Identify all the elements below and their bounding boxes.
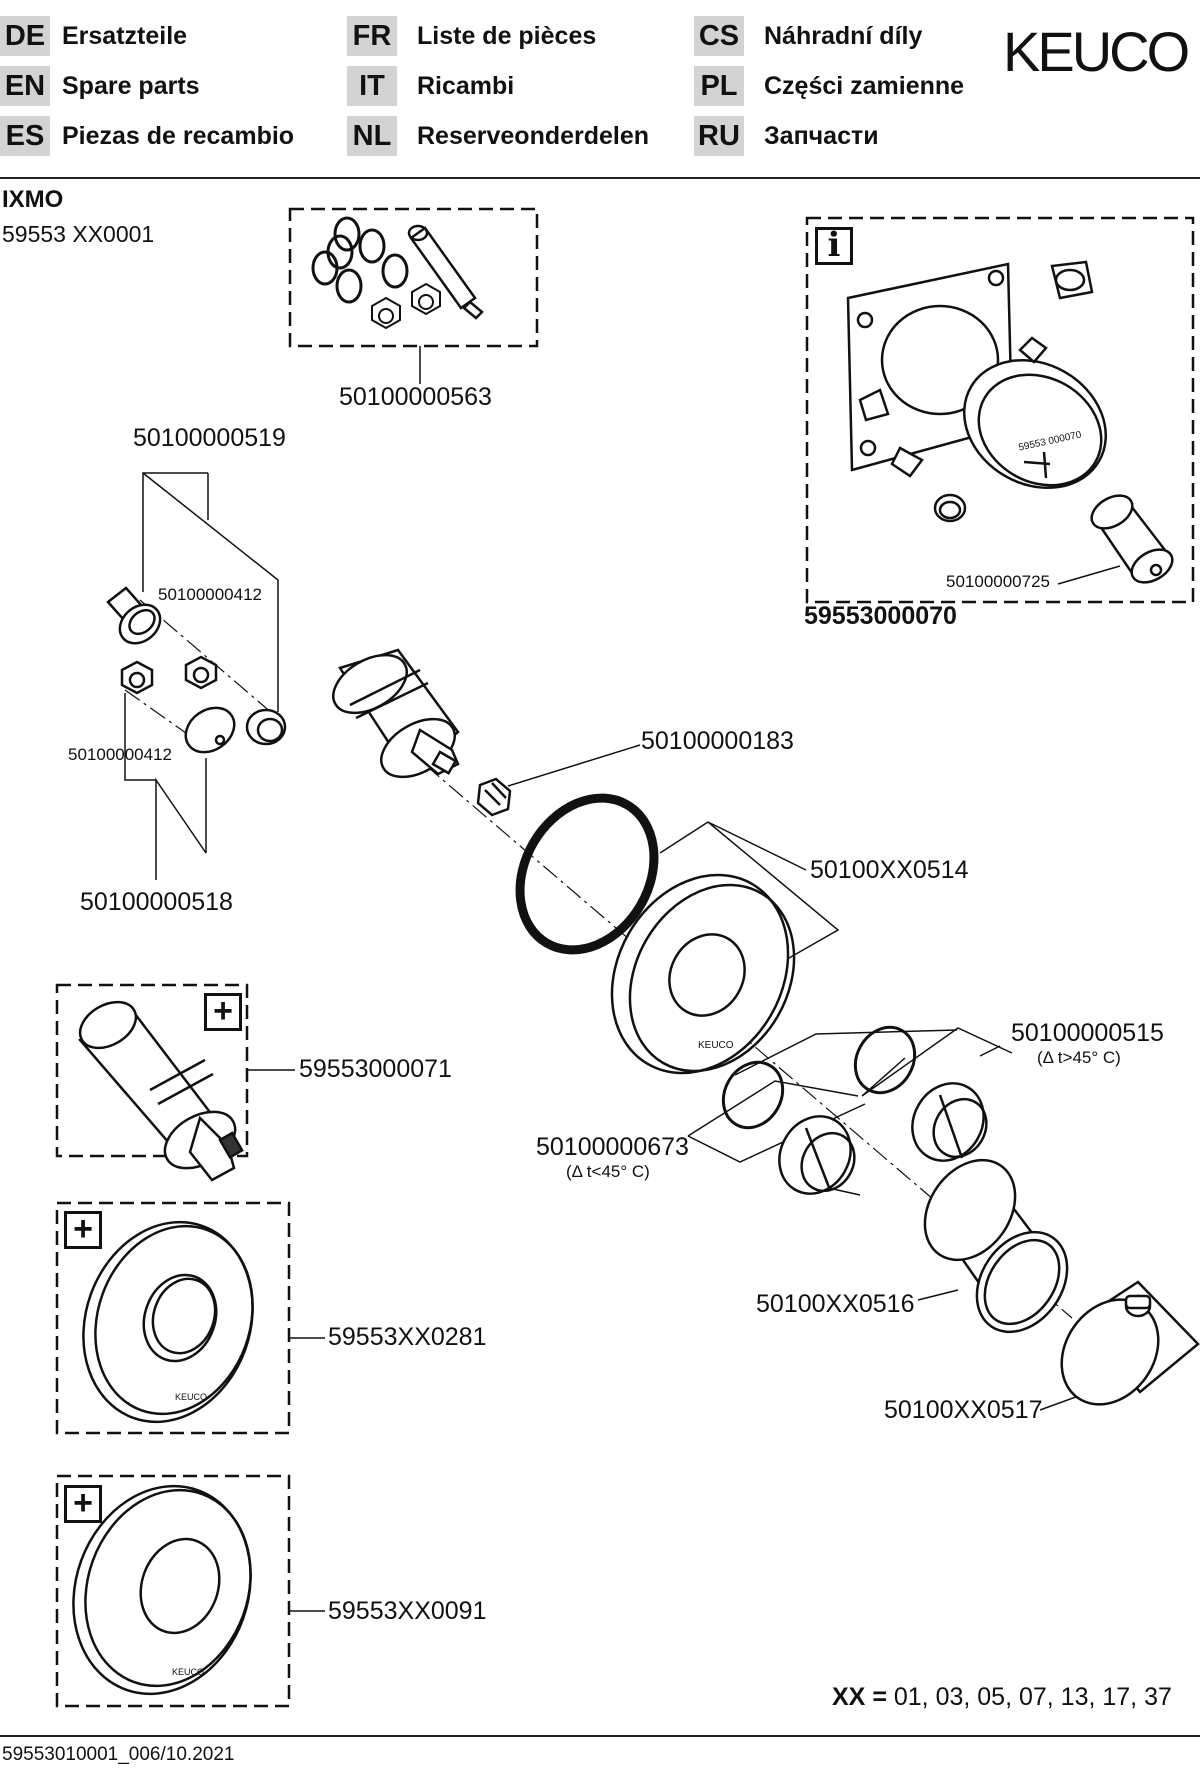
part-number: 50100000519 <box>133 424 286 452</box>
part-number: 50100XX0516 <box>756 1290 915 1318</box>
part-number: 50100000515 <box>1011 1019 1164 1047</box>
spline-adapter <box>476 777 512 817</box>
plus-icon: + <box>64 1211 102 1249</box>
header-divider <box>0 177 1200 179</box>
lang-label-fr: Liste de pièces <box>417 22 597 50</box>
lang-label-es: Piezas de recambio <box>62 122 295 150</box>
product-number: 59553 XX0001 <box>2 221 155 247</box>
lang-code-fr: FR <box>347 16 397 56</box>
part-number: 59553000071 <box>299 1055 452 1083</box>
part-number: 59553XX0281 <box>328 1323 487 1351</box>
lang-code-pl: PL <box>694 66 744 106</box>
box-59553XX0281 <box>55 1201 291 1435</box>
stop-valve-caps <box>106 586 287 754</box>
lang-label-it: Ricambi <box>417 72 515 100</box>
small-rings <box>721 1025 917 1130</box>
check-valve-0725 <box>1090 494 1174 584</box>
handle-0517 <box>1060 1280 1200 1406</box>
box-59553XX0091 <box>55 1474 291 1708</box>
lang-label-ru: Запчасти <box>764 122 879 150</box>
info-icon: i <box>815 227 853 265</box>
part-number: 50100000673 <box>536 1133 689 1161</box>
lang-code-es: ES <box>0 116 50 156</box>
lang-code-cs: CS <box>694 16 744 56</box>
part-number: 50100XX0514 <box>810 856 969 884</box>
part-number: 50100000412 <box>158 585 263 604</box>
large-seal-ring <box>515 793 659 955</box>
rosette-0281 <box>82 1220 254 1424</box>
nut-pair-drawing <box>371 282 441 330</box>
cartridge-0071 <box>78 1000 244 1182</box>
finish-code-prefix: XX <box>832 1683 866 1711</box>
lang-code-nl: NL <box>347 116 397 156</box>
lang-label-nl: Reserveonderdelen <box>417 122 650 150</box>
finish-code-values: 01, 03, 05, 07, 13, 17, 37 <box>893 1683 1172 1711</box>
rosette-0514-logo: KEUCO <box>698 1040 734 1051</box>
lang-code-it: IT <box>347 66 397 106</box>
part-number: 59553000070 <box>804 602 957 630</box>
kit-0563-box <box>288 207 539 348</box>
lang-label-cs: Náhradní díly <box>764 22 923 50</box>
box-59553000070 <box>805 216 1195 604</box>
part-number: 59553XX0091 <box>328 1597 487 1625</box>
lang-code-en: EN <box>0 66 50 106</box>
product-name: IXMO <box>2 186 64 213</box>
rosette-0091 <box>72 1484 252 1696</box>
part-number: 50100XX0517 <box>884 1396 1043 1424</box>
concealed-body <box>846 260 1108 523</box>
lang-code-de: DE <box>0 16 50 56</box>
rosette-0514 <box>610 873 796 1075</box>
document-number: 59553010001_006/10.2021 <box>2 1744 235 1765</box>
brand-logo: KEUCO <box>1003 20 1190 83</box>
rosette-0281-logo: KEUCO <box>175 1392 208 1402</box>
part-number: 50100000183 <box>641 727 794 755</box>
thermostatic-cartridge <box>332 648 460 779</box>
lang-code-ru: RU <box>694 116 744 156</box>
temperature-note: (Δ t<45° C) <box>566 1162 650 1181</box>
finish-code-note: XX = 01, 03, 05, 07, 13, 17, 37 <box>832 1683 1172 1712</box>
seal-kit-drawing <box>311 216 409 304</box>
part-number: 50100000518 <box>80 888 233 916</box>
temperature-note: (Δ t>45° C) <box>1037 1048 1121 1067</box>
plus-icon: + <box>64 1485 102 1523</box>
finish-code-eq: = <box>872 1683 887 1711</box>
lang-label-en: Spare parts <box>62 72 200 100</box>
part-number: 50100000563 <box>339 383 492 411</box>
part-number: 50100000725 <box>946 572 1051 591</box>
stop-sleeves <box>778 1082 988 1195</box>
part-number: 50100000412 <box>68 745 173 764</box>
footer-divider <box>0 1735 1200 1737</box>
rosette-0091-logo: KEUCO <box>172 1667 205 1677</box>
lang-label-pl: Części zamienne <box>764 72 965 100</box>
lang-label-de: Ersatzteile <box>62 22 188 50</box>
plus-icon: + <box>204 993 242 1031</box>
pin-drawing <box>407 224 484 320</box>
sleeve-0516 <box>923 1158 1069 1334</box>
